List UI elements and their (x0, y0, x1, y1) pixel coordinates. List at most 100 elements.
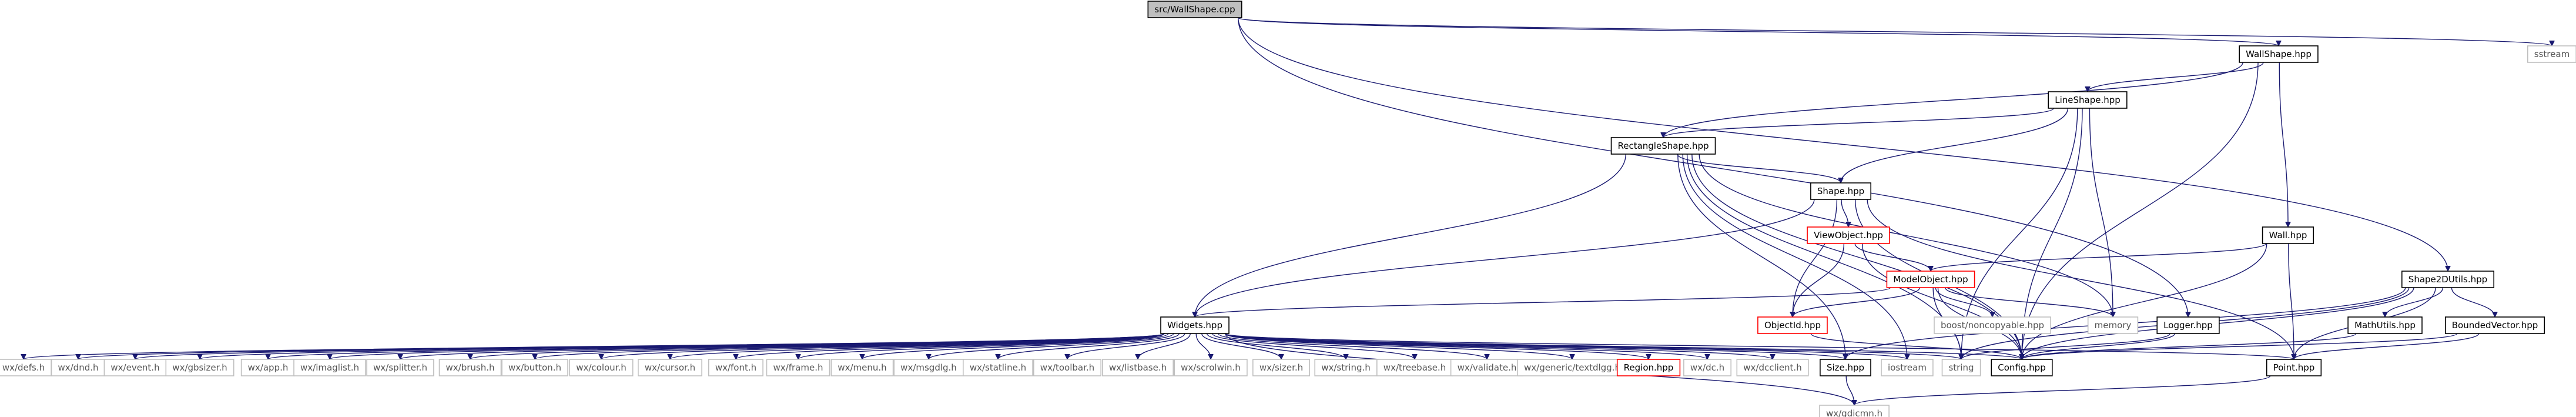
node-wx-splitter[interactable]: wx/splitter.h (366, 359, 434, 376)
edge-boundedvector-hpp-to-point-hpp (2294, 333, 2480, 360)
node-label: Widgets.hpp (1167, 320, 1222, 331)
node-label: wx/imaglist.h (300, 362, 359, 373)
node-label: LineShape.hpp (2055, 95, 2121, 105)
node-label: wx/scrolwin.h (1181, 362, 1241, 373)
node-label: wx/statline.h (970, 362, 1026, 373)
edge-widgets-hpp-to-wx-app (268, 333, 1165, 360)
node-shape2dutils-hpp[interactable]: Shape2DUtils.hpp (2401, 271, 2495, 288)
edge-shape-hpp-to-viewobject-hpp (1841, 199, 1848, 227)
node-label: wx/event.h (110, 362, 159, 373)
edge-widgets-hpp-to-wx-statline (998, 333, 1180, 360)
node-wx-cursor[interactable]: wx/cursor.h (638, 359, 702, 376)
node-wall-hpp[interactable]: Wall.hpp (2262, 226, 2314, 244)
node-wx-event[interactable]: wx/event.h (103, 359, 167, 376)
node-box (1941, 359, 1981, 376)
node-wx-msgdlg[interactable]: wx/msgdlg.h (893, 359, 964, 376)
node-wx-textdlgg[interactable]: wx/generic/textdlgg.h (1517, 359, 1627, 376)
node-box (501, 359, 568, 376)
node-wx-menu[interactable]: wx/menu.h (830, 359, 894, 376)
node-iostream[interactable]: iostream (1881, 359, 1934, 376)
node-region-hpp[interactable]: Region.hpp (1616, 359, 1681, 376)
node-wx-toolbar[interactable]: wx/toolbar.h (1033, 359, 1102, 376)
node-shape-hpp[interactable]: Shape.hpp (1810, 182, 1871, 200)
node-label: BoundedVector.hpp (2452, 320, 2538, 331)
node-viewobject-hpp[interactable]: ViewObject.hpp (1807, 226, 1890, 244)
node-box (1616, 359, 1681, 376)
node-wx-dnd[interactable]: wx/dnd.h (51, 359, 106, 376)
node-point-hpp[interactable]: Point.hpp (2266, 359, 2322, 376)
node-sstream[interactable]: sstream (2527, 45, 2576, 63)
node-config-hpp[interactable]: Config.hpp (1991, 359, 2053, 376)
node-root[interactable]: src/WallShape.cpp (1147, 1, 1242, 18)
node-wx-string[interactable]: wx/string.h (1314, 359, 1378, 376)
node-label: Shape2DUtils.hpp (2408, 274, 2487, 285)
node-label: Wall.hpp (2269, 230, 2307, 241)
edge-modelobject-hpp-to-objectid-hpp (1793, 287, 1920, 318)
node-label: wx/colour.h (576, 362, 627, 373)
node-modelobject-hpp[interactable]: ModelObject.hpp (1886, 271, 1975, 288)
node-mathutils-hpp[interactable]: MathUtils.hpp (2347, 316, 2423, 334)
node-objectid-hpp[interactable]: ObjectId.hpp (1757, 316, 1828, 334)
edge-lineshape-hpp-to-config-hpp (2022, 108, 2083, 359)
node-box (569, 359, 634, 376)
edge-widgets-hpp-to-wx-sizer (1201, 333, 1281, 360)
edge-root-to-logger-hpp (1238, 17, 2188, 317)
edge-lineshape-hpp-to-shape-hpp (1841, 108, 2069, 183)
edge-widgets-hpp-to-wx-textdlgg (1224, 333, 1572, 360)
edge-point-hpp-to-wx-gdicmn (1854, 375, 2271, 406)
node-wx-colour[interactable]: wx/colour.h (569, 359, 634, 376)
edge-objectid-hpp-to-config-hpp (1810, 333, 2022, 360)
node-label: WallShape.hpp (2246, 49, 2312, 59)
node-wx-statline[interactable]: wx/statline.h (963, 359, 1033, 376)
node-wx-defs[interactable]: wx/defs.h (0, 359, 52, 376)
node-wx-dcclient[interactable]: wx/dcclient.h (1736, 359, 1809, 376)
node-label: wx/menu.h (838, 362, 886, 373)
node-wx-dc[interactable]: wx/dc.h (1683, 359, 1731, 376)
node-wx-button[interactable]: wx/button.h (501, 359, 568, 376)
node-box (1450, 359, 1524, 376)
node-wx-gbsizer[interactable]: wx/gbsizer.h (165, 359, 235, 376)
node-memory[interactable]: memory (2087, 316, 2139, 334)
node-string[interactable]: string (1941, 359, 1981, 376)
node-wx-sizer[interactable]: wx/sizer.h (1252, 359, 1311, 376)
node-rectangleshape-hpp[interactable]: RectangleShape.hpp (1610, 137, 1716, 155)
node-boost-noncopyable[interactable]: boost/noncopyable.hpp (1934, 316, 2051, 334)
edge-wall-hpp-to-config-hpp (2022, 243, 2267, 359)
edge-widgets-hpp-to-config-hpp (1225, 333, 2022, 360)
node-label: string (1948, 362, 1974, 373)
node-box (2266, 359, 2322, 376)
node-label: wx/defs.h (2, 362, 45, 373)
edge-shape2dutils-hpp-to-mathutils-hpp (2385, 287, 2444, 318)
edge-rectangleshape-hpp-to-iostream (1682, 154, 1907, 359)
node-size-hpp[interactable]: Size.hpp (1820, 359, 1871, 376)
node-wx-validate[interactable]: wx/validate.h (1450, 359, 1524, 376)
node-boundedvector-hpp[interactable]: BoundedVector.hpp (2444, 316, 2545, 334)
node-wx-font[interactable]: wx/font.h (708, 359, 763, 376)
node-wx-treebase[interactable]: wx/treebase.h (1376, 359, 1453, 376)
node-box (1819, 405, 1890, 417)
node-label: MathUtils.hpp (2354, 320, 2416, 331)
node-label: ModelObject.hpp (1893, 274, 1968, 285)
node-box (766, 359, 830, 376)
edge-shape-hpp-to-objectid-hpp (1793, 199, 1838, 317)
node-wx-scrolwin[interactable]: wx/scrolwin.h (1174, 359, 1248, 376)
node-logger-hpp[interactable]: Logger.hpp (2156, 316, 2220, 334)
node-wx-brush[interactable]: wx/brush.h (438, 359, 502, 376)
node-widgets-hpp[interactable]: Widgets.hpp (1160, 316, 1230, 334)
edge-rectangleshape-hpp-to-widgets-hpp (1195, 154, 1626, 317)
node-label: wx/gbsizer.h (172, 362, 227, 373)
node-box (1757, 316, 1828, 334)
edge-boundedvector-hpp-to-config-hpp (2022, 333, 2458, 360)
node-wallshape-hpp[interactable]: WallShape.hpp (2239, 45, 2319, 63)
node-label: wx/sizer.h (1259, 362, 1303, 373)
node-label: wx/button.h (508, 362, 561, 373)
node-wx-app[interactable]: wx/app.h (240, 359, 296, 376)
edge-shape-hpp-to-point-hpp (1867, 199, 2294, 359)
node-wx-gdicmn[interactable]: wx/gdicmn.h (1819, 405, 1890, 417)
node-wx-imaglist[interactable]: wx/imaglist.h (293, 359, 366, 376)
node-wx-frame[interactable]: wx/frame.h (766, 359, 830, 376)
node-lineshape-hpp[interactable]: LineShape.hpp (2048, 91, 2128, 109)
node-wx-listbase[interactable]: wx/listbase.h (1102, 359, 1174, 376)
edge-wallshape-hpp-to-lineshape-hpp (2088, 62, 2264, 92)
node-label: iostream (1888, 362, 1927, 373)
